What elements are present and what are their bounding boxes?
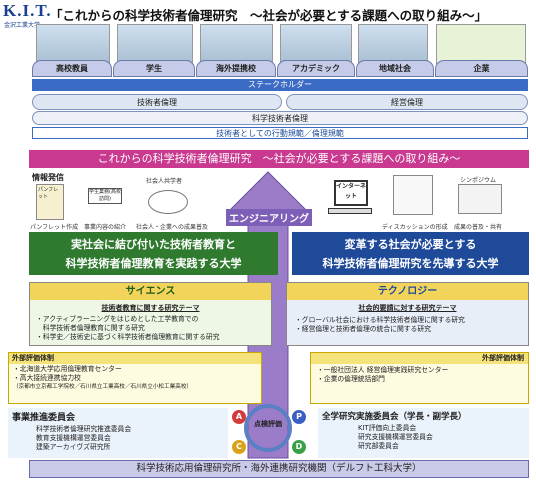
info-label: 情報発信 (32, 173, 64, 182)
ext-eval-right-title: 外部評価体制 (311, 353, 528, 364)
science-title: サイエンス (30, 283, 271, 300)
pdca-c: C (232, 440, 246, 454)
code-of-conduct-bar: 技術者としての行動規範／倫理規範 (32, 127, 528, 139)
committee-left-item: 科学技術者倫理研究推進委員会 (36, 425, 132, 433)
committee-left: 事業推進委員会 科学技術者倫理研究推進委員会 教育支援機構運営委員会 建築アーカ… (8, 408, 228, 458)
tech-ethics-bar: 技術者倫理 (32, 94, 282, 110)
tab-students: 学生 (113, 60, 195, 77)
tab-teachers: 高校教員 (32, 60, 112, 77)
technology-title: テクノロジー (287, 283, 528, 300)
science-item: 科学技術者倫理教育に関する研究 (36, 324, 145, 332)
photo-teachers (36, 24, 110, 64)
ext-eval-right-item: ・一般社団法人 経営倫理実践研究センター (317, 366, 449, 374)
tab-overseas: 海外提携校 (196, 60, 276, 77)
student-sign: 学生業務(高校訪問) (88, 188, 122, 204)
technology-item: ・グローバル社会における科学技術者倫理に関する研究 (295, 316, 465, 324)
internet-monitor-icon: インターネット (334, 180, 368, 206)
ext-eval-left-title: 外部評価体制 (9, 353, 261, 364)
kit-logo: K.I.T. (3, 1, 52, 20)
tab-academic: アカデミック (277, 60, 355, 77)
photo-academic (280, 24, 352, 64)
discussion-caption: ディスカッションの形成 (382, 224, 448, 231)
technology-subtitle: 社会的要請に対する研究テーマ (358, 304, 457, 312)
pamphlet-icon: パンフレット (36, 184, 64, 220)
committee-right-item: 研究支援機構運営委員会 (358, 433, 433, 441)
ext-eval-left-item: ・高大接続連携協力校 (13, 374, 81, 382)
stakeholder-bar: ステークホルダー (32, 79, 528, 91)
adult-learner-label: 社会人共学者 (146, 178, 183, 185)
page-title: 「これからの科学技術者倫理研究 〜社会が必要とする課題への取り組み〜」 (50, 8, 488, 23)
people-icon (148, 190, 188, 214)
committee-left-item: 教育支援機構運営委員会 (36, 434, 111, 442)
photo-companies (436, 24, 526, 64)
activity-caption: 事業内容の紹介 (84, 224, 127, 231)
symposium-caption: 成果の普及・共有 (454, 224, 503, 231)
committee-right-title: 全学研究実施委員会（学長・副学長） (322, 412, 467, 422)
ext-eval-left: 外部評価体制 ・北海道大学応用倫理教育センター ・高大接続連携協力校 （京都市立… (8, 352, 262, 404)
business-ethics-bar: 経営倫理 (286, 94, 528, 110)
right-heading: 変革する社会が必要とする科学技術者倫理研究を先導する大学 (292, 232, 529, 275)
discussion-icon (393, 175, 433, 215)
keyboard-icon (328, 208, 372, 214)
committee-right: 全学研究実施委員会（学長・副学長） KIT評価向上委員会 研究支援機構運営委員会… (318, 408, 529, 458)
pamphlet-caption: パンフレット作成 (30, 224, 79, 231)
tab-community: 地域社会 (356, 60, 434, 77)
ext-eval-left-item: （京都市立京都工学院校／石川県立工業高校／石川県立小松工業高校） (13, 384, 193, 390)
symposium-icon (458, 184, 502, 214)
pdca-cycle (244, 404, 292, 452)
ext-eval-left-item: ・北海道大学応用倫理教育センター (13, 365, 122, 373)
technology-item: ・経営倫理と技術者倫理の統合に関する研究 (295, 325, 431, 333)
photo-students (117, 24, 193, 64)
committee-right-item: KIT評価向上委員会 (358, 424, 417, 432)
science-item: ・科学史／技術史に基づく科学技術者倫理教育に関する研究 (36, 333, 220, 341)
pdca-center-label: 点検評価 (254, 420, 282, 428)
kit-logo-sub: 金沢工業大学 (4, 22, 41, 29)
committee-left-item: 建築アーカイヴズ研究所 (36, 443, 111, 451)
science-panel: サイエンス 技術者教育に関する研究テーマ ・アクティブラーニングをはじめとした工… (29, 282, 272, 346)
committee-right-item: 研究部委員会 (358, 442, 399, 450)
pdca-p: P (292, 410, 306, 424)
photo-community (358, 24, 428, 64)
main-banner: これからの科学技術者倫理研究 〜社会が必要とする課題への取り組み〜 (29, 150, 529, 168)
sci-tech-ethics-bar: 科学技術者倫理 (32, 111, 528, 125)
science-subtitle: 技術者教育に関する研究テーマ (101, 304, 200, 312)
left-heading: 実社会に結び付いた技術者教育と科学技術者倫理教育を実践する大学 (29, 232, 278, 275)
tab-companies: 企業 (435, 60, 528, 77)
photo-overseas (200, 24, 273, 64)
engineering-label: エンジニアリング (226, 209, 312, 226)
pdca-d: D (292, 440, 306, 454)
ext-eval-right-item: ・企業の倫理統括部門 (317, 375, 385, 383)
pdca-a: A (232, 410, 246, 424)
technology-panel: テクノロジー 社会的要請に対する研究テーマ ・グローバル社会における科学技術者倫… (286, 282, 529, 346)
committee-left-title: 事業推進委員会 (12, 413, 76, 423)
adult-caption: 社会人・企業への成果普及 (136, 224, 209, 231)
symposium-label: シンポジウム (460, 177, 497, 184)
science-item: ・アクティブラーニングをはじめとした工学教育での (36, 315, 199, 323)
footer-bar: 科学技術応用倫理研究所・海外連携研究機関（デルフト工科大学） (29, 460, 529, 478)
ext-eval-right: 外部評価体制 ・一般社団法人 経営倫理実践研究センター ・企業の倫理統括部門 (310, 352, 529, 404)
